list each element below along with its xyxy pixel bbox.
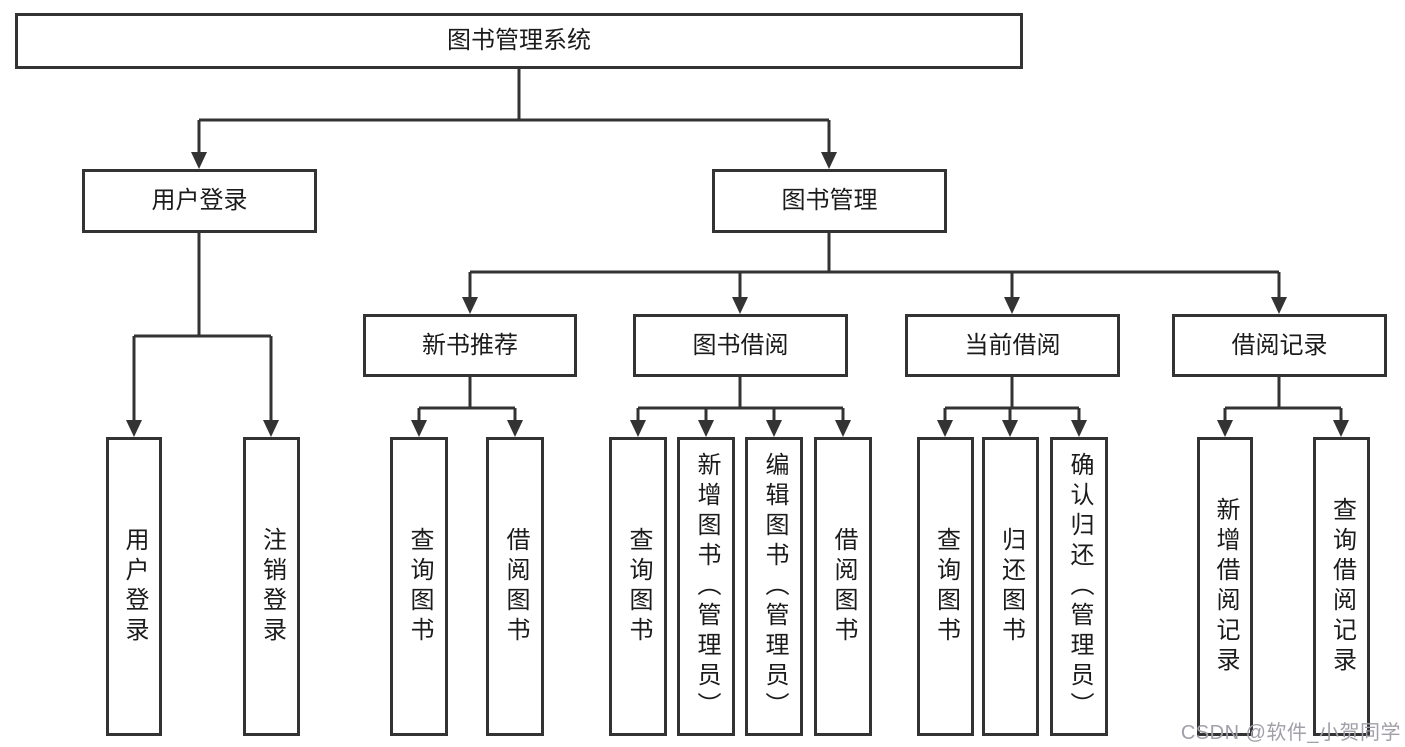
leaf-query-books-current: 查询图书 <box>917 437 974 736</box>
leaf-query-books-borrow: 查询图书 <box>609 437 667 736</box>
node-borrowing-records: 借阅记录 <box>1172 314 1387 377</box>
leaf-add-book-admin: 新增图书（管理员） <box>677 437 735 736</box>
leaf-user-login: 用户登录 <box>106 437 162 736</box>
connector-borrow-records-to-children <box>1217 377 1349 437</box>
leaf-add-borrow-record: 新增借阅记录 <box>1197 437 1253 736</box>
node-book-borrowing: 图书借阅 <box>633 314 848 377</box>
node-new-book-recommend: 新书推荐 <box>363 314 577 377</box>
connector-current-borrow-to-children <box>937 377 1087 437</box>
csdn-watermark: CSDN @软件_小贺同学 <box>1180 722 1401 744</box>
leaf-logout: 注销登录 <box>243 437 300 736</box>
connector-root-to-level2 <box>191 69 837 169</box>
leaf-borrow-books-rec: 借阅图书 <box>486 437 544 736</box>
leaf-edit-book-admin: 编辑图书（管理员） <box>745 437 803 736</box>
node-book-management: 图书管理 <box>712 169 947 233</box>
connector-new-book-rec-to-children <box>411 377 523 437</box>
connector-book-borrow-to-children <box>630 377 851 437</box>
node-user-login: 用户登录 <box>82 169 317 233</box>
leaf-query-books-rec: 查询图书 <box>390 437 448 736</box>
leaf-return-book: 归还图书 <box>982 437 1039 736</box>
node-root-library-system: 图书管理系统 <box>15 13 1023 69</box>
leaf-borrow-books: 借阅图书 <box>814 437 872 736</box>
leaf-confirm-return-admin: 确认归还（管理员） <box>1050 437 1108 736</box>
node-current-borrowing: 当前借阅 <box>905 314 1120 377</box>
leaf-query-borrow-record: 查询借阅记录 <box>1313 437 1370 736</box>
connector-book-mgmt-to-level3 <box>462 233 1287 314</box>
connector-user-login-to-children <box>126 233 279 437</box>
